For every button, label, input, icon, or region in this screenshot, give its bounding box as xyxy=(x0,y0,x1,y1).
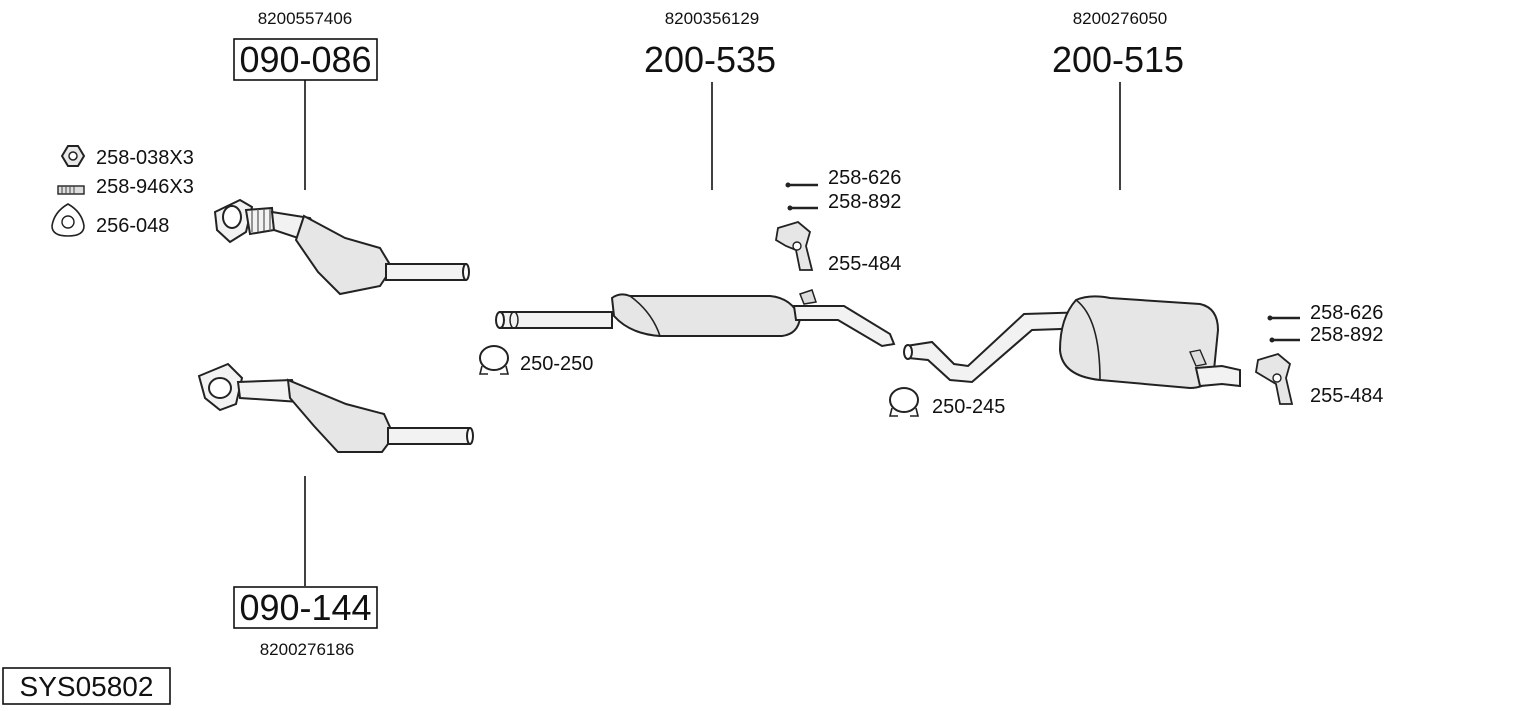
fitting-label-stud: 258-946X3 xyxy=(96,176,194,198)
system-id-box: SYS05802 xyxy=(2,667,171,705)
part-box-cat-top xyxy=(233,38,378,81)
fitting-clamp-rear[interactable]: 250-245 xyxy=(888,387,1005,418)
part-box-cat-bottom xyxy=(233,586,378,629)
fitting-label-nut: 258-038X3 xyxy=(96,147,194,169)
fitting-label-mount-mid-bolt: 258-626 xyxy=(828,167,901,189)
part-number-middle[interactable]: 200-535 xyxy=(644,39,776,80)
fitting-gasket[interactable]: 256-048 xyxy=(51,203,169,237)
part-number-cat-top[interactable]: 090-086 xyxy=(239,39,371,80)
catalytic-converter-top[interactable]: 8200557406 090-086 xyxy=(213,9,470,296)
fitting-label-clamp-front: 250-250 xyxy=(520,353,593,375)
fitting-mount-mid-washer[interactable]: 258-892 xyxy=(787,191,902,213)
fitting-label-mount-rear-hanger: 255-484 xyxy=(1310,385,1383,407)
fitting-nut[interactable]: 258-038X3 xyxy=(60,145,194,169)
catalytic-converter-top-drawing xyxy=(213,198,470,296)
fitting-mount-rear-bolt[interactable]: 258-626 xyxy=(1267,302,1384,324)
stud-icon xyxy=(57,185,85,195)
clamp-icon xyxy=(889,387,919,413)
catalytic-converter-bottom[interactable]: 090-144 8200276186 xyxy=(197,362,474,659)
part-number-cat-bottom[interactable]: 090-144 xyxy=(239,587,371,628)
rear-silencer-drawing xyxy=(903,295,1241,390)
fitting-mount-mid-bolt[interactable]: 258-626 xyxy=(785,167,902,189)
fitting-label-mount-rear-bolt: 258-626 xyxy=(1310,302,1383,324)
fitting-label-clamp-rear: 250-245 xyxy=(932,396,1005,418)
fitting-mount-rear-washer[interactable]: 258-892 xyxy=(1269,324,1384,346)
oem-number-cat-top: 8200557406 xyxy=(258,9,353,28)
fitting-mount-mid-hanger[interactable]: 255-484 xyxy=(775,220,901,275)
fitting-label-mount-mid-hanger: 255-484 xyxy=(828,253,901,275)
system-id: SYS05802 xyxy=(20,671,154,702)
rear-silencer[interactable]: 8200276050 200-515 xyxy=(903,9,1241,390)
fitting-clamp-front[interactable]: 250-250 xyxy=(478,345,593,375)
part-number-rear[interactable]: 200-515 xyxy=(1052,39,1184,80)
oem-number-rear: 8200276050 xyxy=(1073,9,1168,28)
fitting-label-gasket: 256-048 xyxy=(96,215,169,237)
fitting-stud[interactable]: 258-946X3 xyxy=(57,176,194,198)
fitting-mount-rear-hanger[interactable]: 255-484 xyxy=(1255,352,1383,407)
middle-silencer[interactable]: 8200356129 200-535 xyxy=(495,9,896,348)
oem-number-cat-bottom: 8200276186 xyxy=(260,640,355,659)
catalytic-converter-bottom-drawing xyxy=(197,362,474,453)
middle-silencer-drawing xyxy=(495,289,896,348)
oem-number-middle: 8200356129 xyxy=(665,9,760,28)
fitting-label-mount-rear-washer: 258-892 xyxy=(1310,324,1383,346)
clamp-icon xyxy=(479,345,509,371)
fitting-label-mount-mid-washer: 258-892 xyxy=(828,191,901,213)
